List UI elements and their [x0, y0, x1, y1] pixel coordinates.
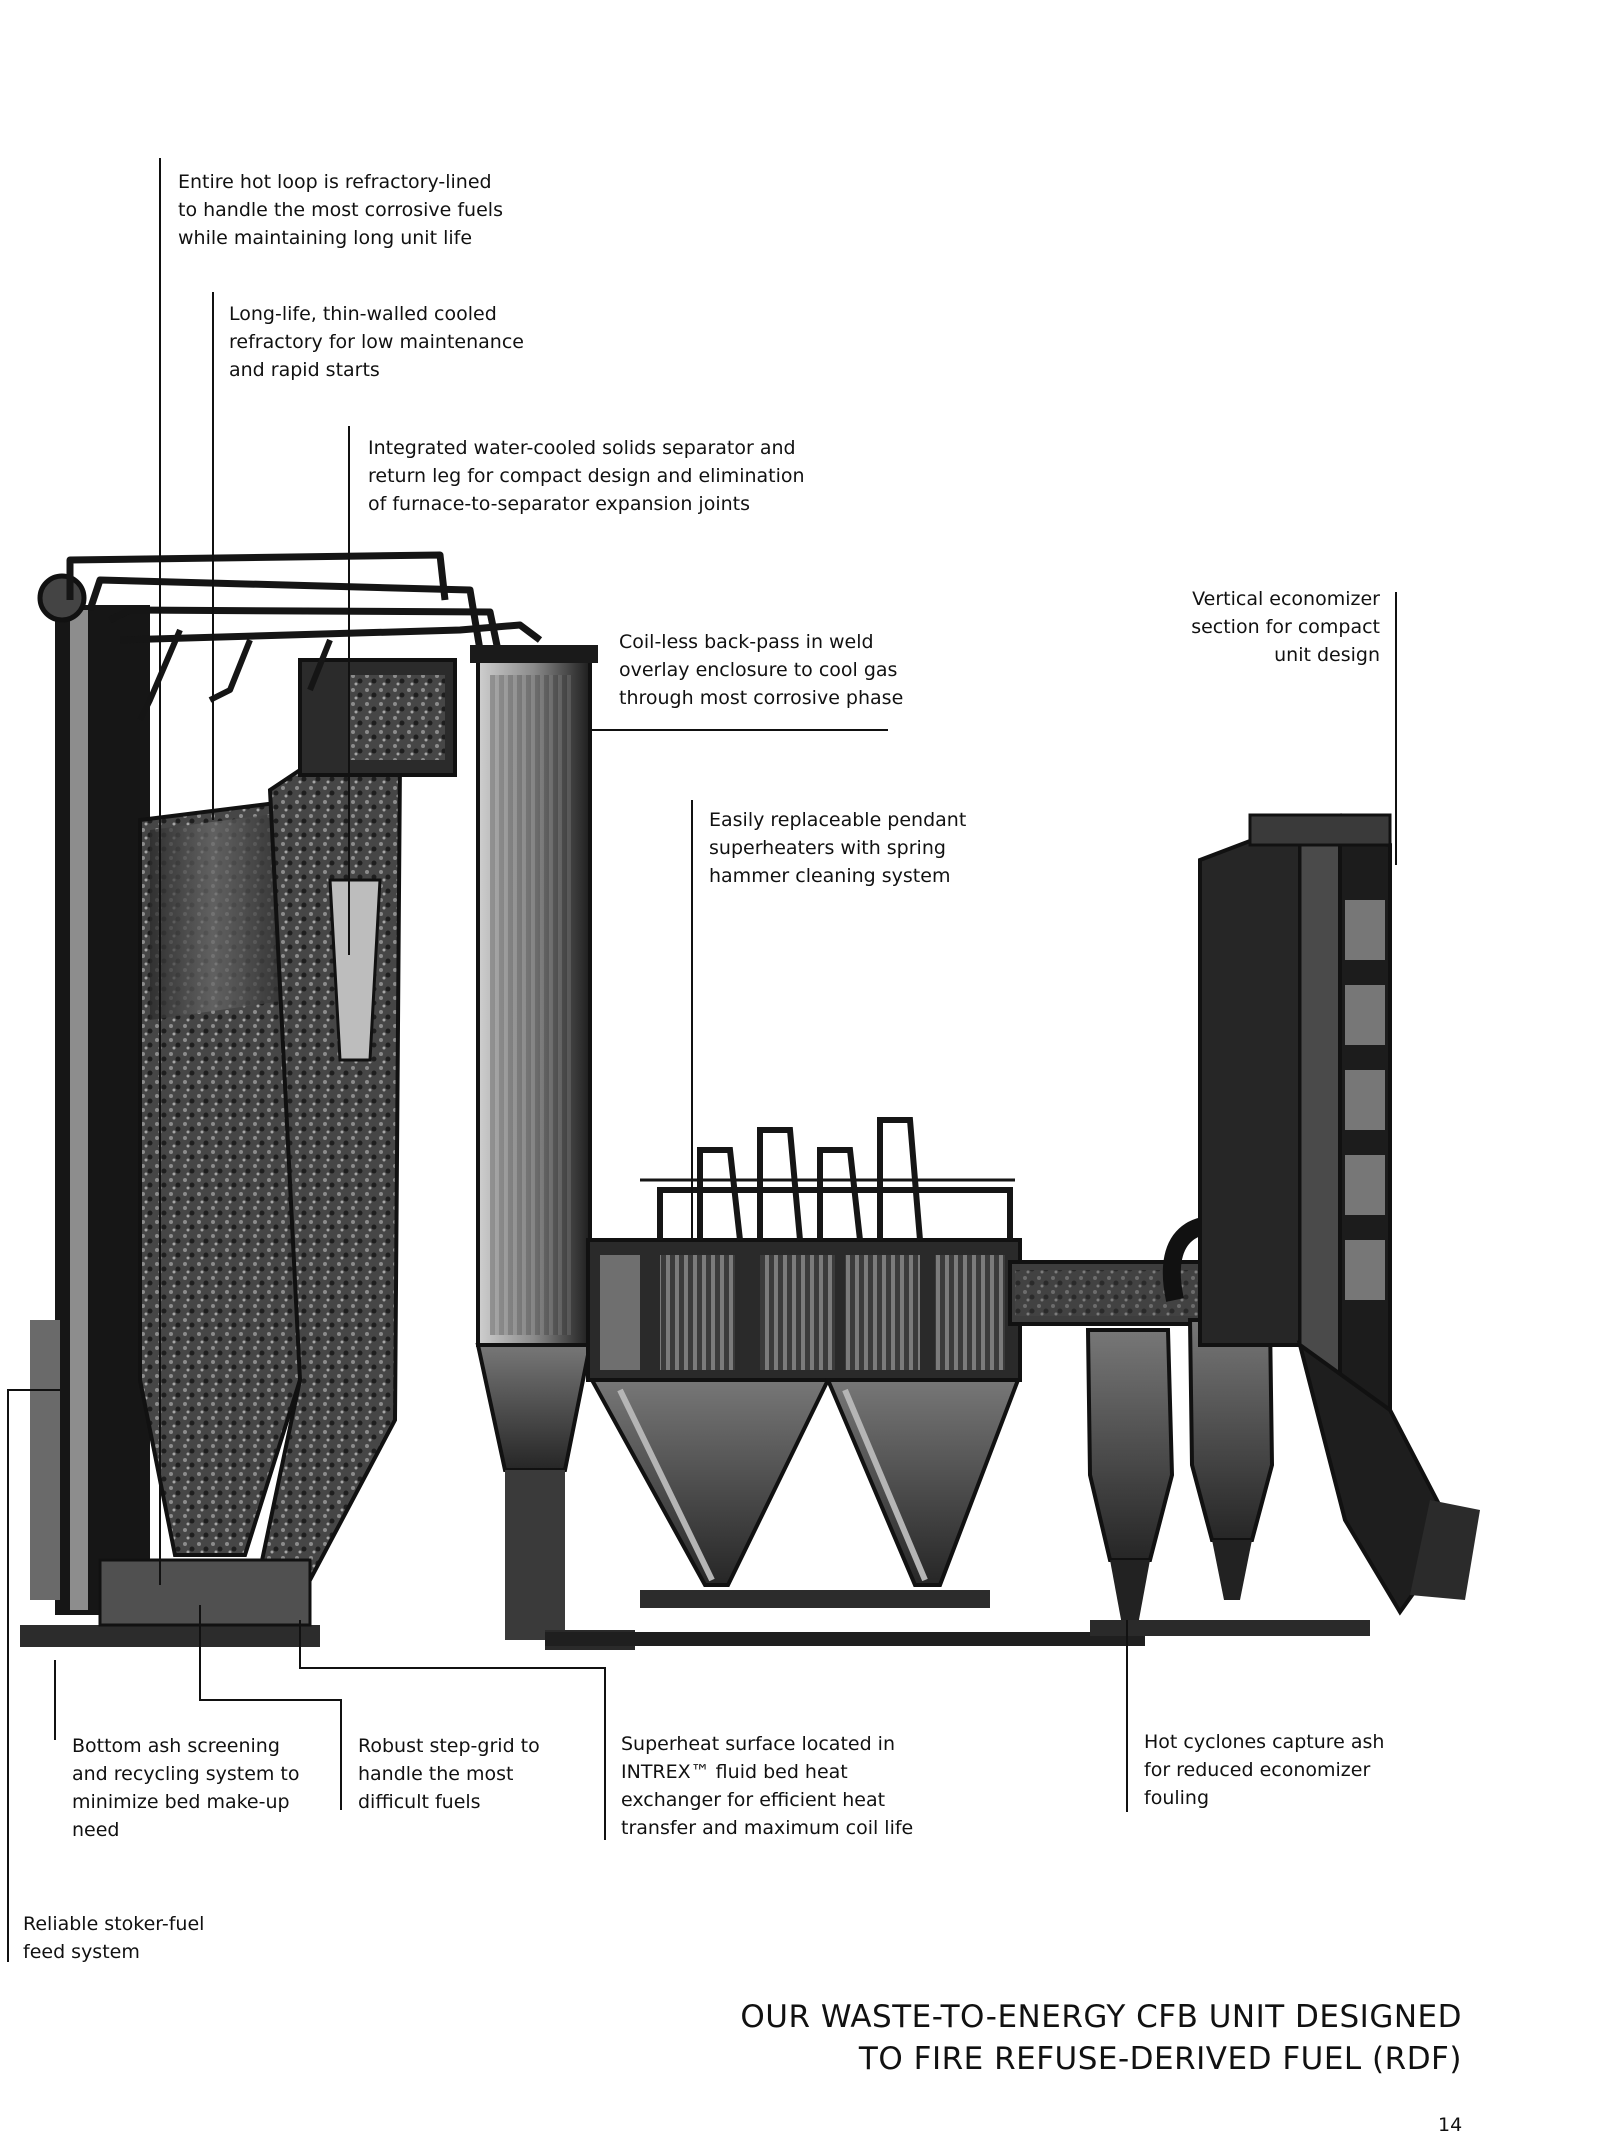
annotation-line: superheaters with spring: [709, 837, 946, 859]
annotation-line: Integrated water-cooled solids separator…: [368, 437, 796, 459]
annotation-line: fouling: [1144, 1787, 1210, 1809]
annotation-line: Coil-less back-pass in weld: [619, 631, 874, 653]
annotation-line: need: [72, 1819, 120, 1841]
annotation-line: transfer and maximum coil life: [621, 1817, 914, 1839]
annotation-line: Bottom ash screening: [72, 1735, 280, 1757]
annotation-line: Reliable stoker-fuel: [23, 1913, 205, 1935]
annotation-solids-separator: Integrated water-cooled solids separator…: [368, 434, 805, 518]
annotation-line: exchanger for efficient heat: [621, 1789, 886, 1811]
annotation-line: INTREX™ fluid bed heat: [621, 1761, 848, 1783]
annotation-hot-cyclones: Hot cyclones capture ash for reduced eco…: [1144, 1728, 1384, 1812]
annotation-line: to handle the most corrosive fuels: [178, 199, 503, 221]
annotation-superheaters: Easily replaceable pendant superheaters …: [709, 806, 966, 890]
annotation-intrex: Superheat surface located in INTREX™ flu…: [621, 1730, 913, 1842]
annotation-line: Hot cyclones capture ash: [1144, 1731, 1385, 1753]
page-title-line: TO FIRE REFUSE-DERIVED FUEL (RDF): [858, 2041, 1462, 2077]
annotation-line: feed system: [23, 1941, 140, 1963]
annotation-line: section for compact: [1191, 616, 1380, 638]
vertical-economizer: [1198, 813, 1480, 1616]
page-title: OUR WASTE-TO-ENERGY CFB UNIT DESIGNED TO…: [740, 1996, 1462, 2080]
annotation-line: Easily replaceable pendant: [709, 809, 967, 831]
annotation-line: through most corrosive phase: [619, 687, 904, 709]
annotation-bottom-ash: Bottom ash screening and recycling syste…: [72, 1732, 300, 1844]
leader-lines: [7, 158, 1397, 1962]
annotation-line: Vertical economizer: [1192, 588, 1380, 610]
annotation-cooled-refractory: Long-life, thin-walled cooled refractory…: [229, 300, 524, 384]
annotation-line: Long-life, thin-walled cooled: [229, 303, 497, 325]
intrex-heat-exchanger: [545, 1117, 1145, 1646]
annotation-line: overlay enclosure to cool gas: [619, 659, 898, 681]
annotation-line: and recycling system to: [72, 1763, 300, 1785]
annotation-line: return leg for compact design and elimin…: [368, 465, 805, 487]
page-number: 14: [1438, 2114, 1463, 2136]
back-pass-column: [470, 645, 635, 1650]
annotation-line: for reduced economizer: [1144, 1759, 1371, 1781]
annotation-line: Robust step-grid to: [358, 1735, 540, 1757]
annotation-back-pass: Coil-less back-pass in weld overlay encl…: [619, 628, 903, 712]
annotation-line: minimize bed make-up: [72, 1791, 290, 1813]
annotation-line: Superheat surface located in: [621, 1733, 896, 1755]
annotation-economizer: Vertical economizer section for compact …: [1191, 585, 1380, 669]
annotation-step-grid: Robust step-grid to handle the most diff…: [358, 1732, 540, 1816]
annotation-line: handle the most: [358, 1763, 514, 1785]
page-title-line: OUR WASTE-TO-ENERGY CFB UNIT DESIGNED: [740, 1999, 1462, 2035]
annotation-line: while maintaining long unit life: [178, 227, 473, 249]
annotation-stoker-feed: Reliable stoker-fuel feed system: [23, 1910, 204, 1966]
annotation-line: and rapid starts: [229, 359, 380, 381]
riser-piping: [66, 551, 543, 722]
furnace: [20, 573, 457, 1647]
annotation-line: unit design: [1274, 644, 1380, 666]
annotation-line: of furnace-to-separator expansion joints: [368, 493, 750, 515]
annotation-line: difficult fuels: [358, 1791, 481, 1813]
annotation-line: refractory for low maintenance: [229, 331, 524, 353]
annotation-hot-loop: Entire hot loop is refractory-lined to h…: [178, 168, 503, 252]
annotation-line: hammer cleaning system: [709, 865, 951, 887]
annotation-line: Entire hot loop is refractory-lined: [178, 171, 492, 193]
